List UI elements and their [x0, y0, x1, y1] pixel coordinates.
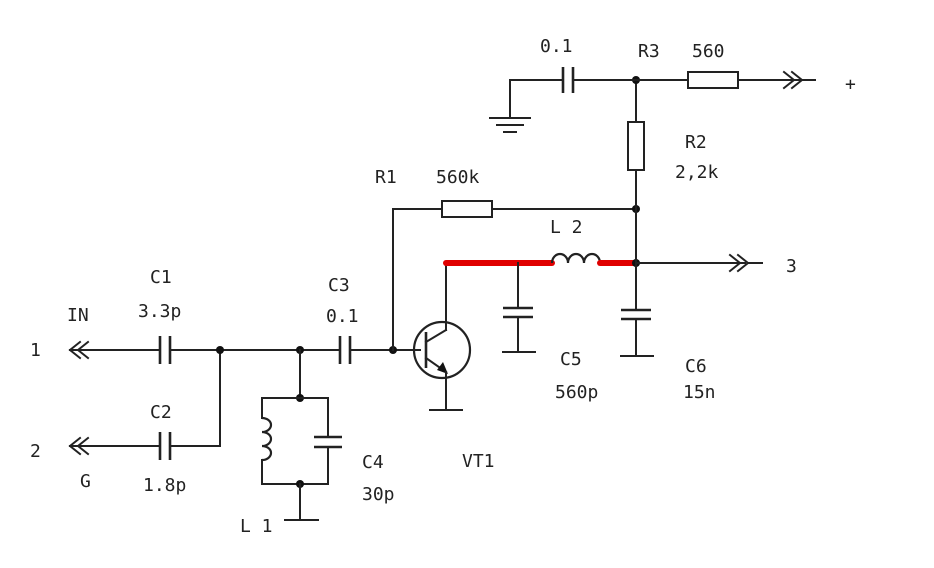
c4-name: C4: [362, 452, 384, 473]
capacitor-c2: [158, 432, 172, 460]
l2-name: L 2: [550, 217, 583, 238]
vt1-name: VT1: [462, 451, 495, 472]
capacitor-top: [561, 67, 575, 93]
junction-dot: [216, 346, 224, 354]
c6-name: C6: [685, 356, 707, 377]
c6-value: 15n: [683, 382, 716, 403]
ground-symbol: [489, 117, 531, 133]
inductor-l1: [261, 416, 273, 462]
capacitor-c1: [158, 336, 172, 364]
terminal-3-number: 3: [786, 256, 797, 277]
c5-name: C5: [560, 349, 582, 370]
resistor-r1: [441, 200, 493, 218]
input-terminal-1: [68, 340, 159, 360]
r2-value: 2,2k: [675, 162, 719, 183]
terminal-2-number: 2: [30, 441, 41, 462]
input-terminal-2: [68, 436, 159, 456]
c2-value: 1.8p: [143, 475, 186, 496]
r1-value: 560k: [436, 167, 480, 188]
c3-name: C3: [328, 275, 350, 296]
resistor-r3: [687, 71, 739, 89]
c1-value: 3.3p: [138, 301, 181, 322]
supply-plus-label: +: [845, 74, 856, 95]
transistor-vt1: [412, 262, 472, 411]
r2-name: R2: [685, 132, 707, 153]
terminal-g-label: G: [80, 471, 91, 492]
output-terminal-3: [728, 253, 763, 273]
capacitor-c5: [503, 306, 533, 319]
cap-top-value: 0.1: [540, 36, 573, 57]
c5-value: 560p: [555, 382, 598, 403]
supply-terminal: [782, 70, 816, 90]
capacitor-c4: [314, 435, 342, 449]
inductor-l2: [550, 252, 602, 264]
resistor-r2: [627, 121, 645, 171]
r3-value: 560: [692, 41, 725, 62]
r1-name: R1: [375, 167, 397, 188]
terminal-in-label: IN: [67, 305, 89, 326]
c4-value: 30p: [362, 484, 395, 505]
r3-name: R3: [638, 41, 660, 62]
c2-name: C2: [150, 402, 172, 423]
capacitor-c3: [338, 336, 352, 364]
l1-name: L 1: [240, 516, 273, 537]
terminal-1-number: 1: [30, 340, 41, 361]
c3-value: 0.1: [326, 306, 359, 327]
c1-name: C1: [150, 267, 172, 288]
capacitor-c6: [621, 308, 651, 321]
